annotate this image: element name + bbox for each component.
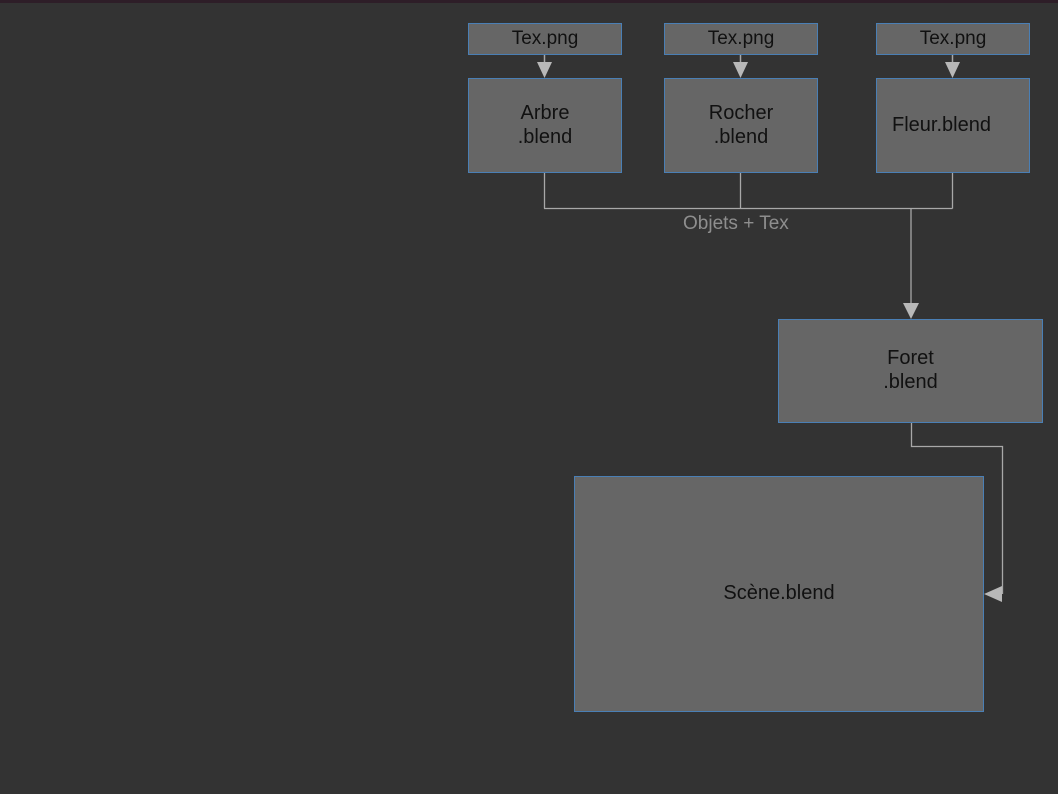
- node-tex-png-2[interactable]: Tex.png: [664, 23, 818, 55]
- node-foret-blend[interactable]: Foret .blend: [778, 319, 1043, 423]
- node-rocher-blend[interactable]: Rocher .blend: [664, 78, 818, 173]
- node-scene-blend[interactable]: Scène.blend: [574, 476, 984, 712]
- top-edge-strip: [0, 0, 1058, 3]
- edge-objects-to-foret: [543, 173, 954, 319]
- edge-label-objets-tex: Objets + Tex: [683, 213, 789, 234]
- edge-tex2-rocher: [733, 55, 748, 78]
- edge-tex3-fleur: [945, 55, 960, 78]
- node-tex-png-3[interactable]: Tex.png: [876, 23, 1030, 55]
- edge-tex1-arbre: [537, 55, 552, 78]
- node-fleur-blend[interactable]: Fleur.blend: [876, 78, 1030, 173]
- node-tex-png-1[interactable]: Tex.png: [468, 23, 622, 55]
- node-arbre-blend[interactable]: Arbre .blend: [468, 78, 622, 173]
